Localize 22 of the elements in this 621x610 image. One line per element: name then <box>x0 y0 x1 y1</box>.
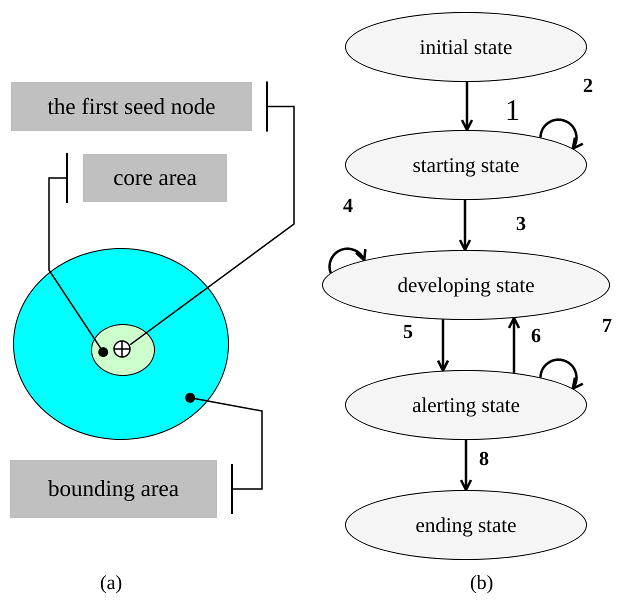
panel-label: (b) <box>470 572 494 595</box>
self-loop-arrow <box>328 248 366 274</box>
inner-ellipse <box>90 324 154 376</box>
arrow <box>508 316 520 373</box>
panel-label: (a) <box>100 572 122 595</box>
state-ellipse: ending state <box>345 490 587 560</box>
arrow <box>458 200 472 252</box>
leader-line <box>130 80 295 346</box>
callout-label: the first seed node <box>11 82 252 131</box>
state-ellipse: developing state <box>322 250 610 320</box>
arrow <box>460 82 474 132</box>
state-ellipse: starting state <box>345 130 587 200</box>
arrow <box>436 320 450 372</box>
state-ellipse: alerting state <box>345 370 587 440</box>
callout-label: core area <box>83 154 227 202</box>
crosshair-circle-icon <box>113 340 131 358</box>
callout-label: bounding area <box>10 460 217 518</box>
leader-line <box>48 152 108 358</box>
arrow <box>460 440 472 492</box>
leader-line <box>185 392 263 515</box>
self-loop-arrow <box>539 118 584 150</box>
self-loop-arrow <box>539 358 584 390</box>
